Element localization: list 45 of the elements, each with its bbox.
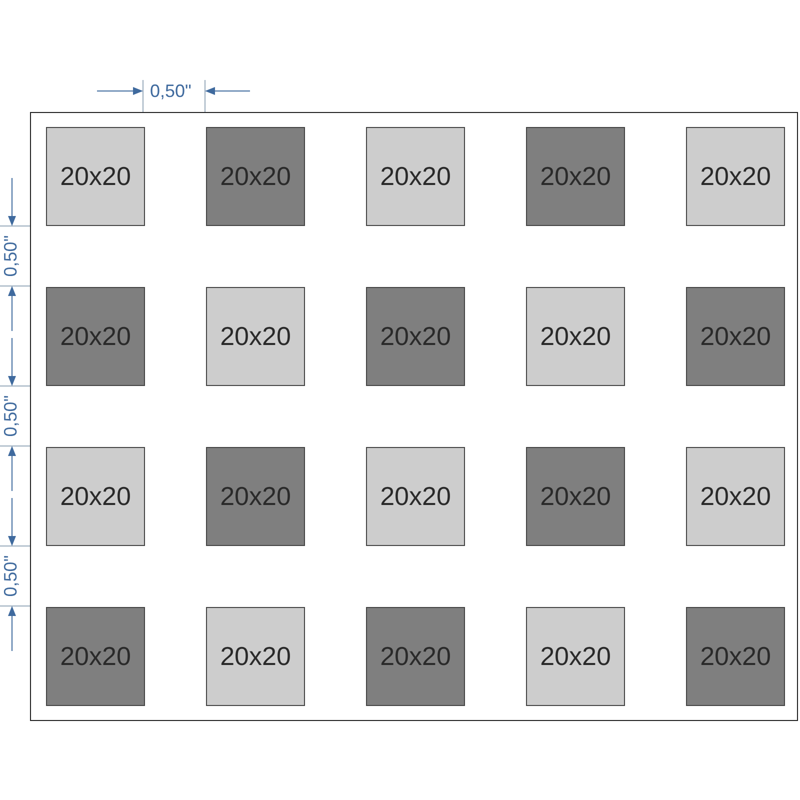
size-label: 20x20 [220, 641, 291, 672]
square-tile [46, 287, 145, 386]
square-tile [46, 607, 145, 706]
size-label: 20x20 [380, 321, 451, 352]
square-tile [206, 447, 305, 546]
dimension-label: 0,50" [150, 81, 192, 101]
square-tile [686, 287, 785, 386]
dimension-label: 0,50" [0, 555, 21, 597]
size-label: 20x20 [380, 481, 451, 512]
size-label: 20x20 [700, 641, 771, 672]
square-tile [46, 127, 145, 226]
square-tile [686, 447, 785, 546]
size-label: 20x20 [60, 321, 131, 352]
frame-outline [30, 112, 798, 721]
square-tile [206, 607, 305, 706]
square-tile [366, 607, 465, 706]
size-label: 20x20 [540, 641, 611, 672]
size-label: 20x20 [380, 161, 451, 192]
square-tile [46, 447, 145, 546]
square-tile [366, 287, 465, 386]
dimension-label: 0,50" [0, 235, 21, 277]
square-tile [526, 607, 625, 706]
size-label: 20x20 [380, 641, 451, 672]
size-label: 20x20 [60, 161, 131, 192]
size-label: 20x20 [700, 481, 771, 512]
square-tile [366, 447, 465, 546]
square-tile [686, 127, 785, 226]
size-label: 20x20 [220, 321, 291, 352]
size-label: 20x20 [220, 161, 291, 192]
size-label: 20x20 [220, 481, 291, 512]
square-tile [206, 287, 305, 386]
size-label: 20x20 [60, 641, 131, 672]
size-label: 20x20 [540, 481, 611, 512]
square-tile [366, 127, 465, 226]
size-label: 20x20 [700, 321, 771, 352]
size-label: 20x20 [60, 481, 131, 512]
square-tile [526, 127, 625, 226]
square-tile [686, 607, 785, 706]
size-label: 20x20 [540, 321, 611, 352]
size-label: 20x20 [540, 161, 611, 192]
size-label: 20x20 [700, 161, 771, 192]
dimension-label: 0,50" [0, 395, 21, 437]
square-tile [526, 447, 625, 546]
square-tile [206, 127, 305, 226]
square-tile [526, 287, 625, 386]
